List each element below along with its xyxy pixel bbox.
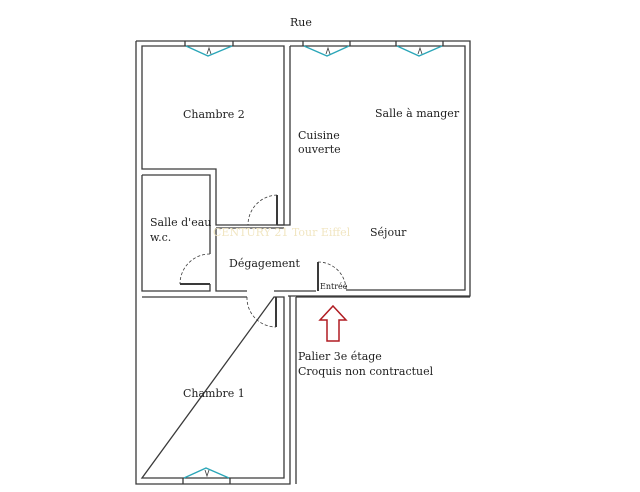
room-label-salle-eau-1: Salle d'eau [150, 216, 212, 229]
room-label-salle-eau-2: w.c. [150, 231, 172, 244]
window-cuisine [302, 41, 351, 57]
inner-wall-sejour-left [277, 46, 291, 226]
room-label-sejour: Séjour [370, 226, 407, 239]
window-chambre2 [184, 41, 234, 57]
inner-wall-salle-eau-bottom [141, 175, 211, 292]
watermark: CENTURY 21 Tour Eiffel [213, 226, 351, 239]
room-label-chambre1: Chambre 1 [183, 387, 245, 400]
entrance-arrow-icon [318, 304, 348, 342]
street-label: Rue [290, 16, 312, 29]
inner-wall-sejour [290, 45, 466, 291]
room-label-chambre2: Chambre 2 [183, 108, 245, 121]
note-croquis: Croquis non contractuel [298, 365, 434, 378]
room-label-cuisine-1: Cuisine [298, 129, 340, 142]
note-palier: Palier 3e étage [298, 350, 382, 363]
room-label-cuisine-2: ouverte [298, 143, 341, 156]
inner-wall-chambre2 [141, 45, 285, 226]
room-label-salle-a-manger: Salle à manger [375, 107, 460, 120]
inner-wall-degagement [215, 227, 316, 292]
room-label-degagement: Dégagement [229, 257, 300, 270]
window-chambre1 [182, 467, 231, 484]
window-salle-a-manger [395, 41, 444, 57]
room-label-entree: Entrée [320, 282, 348, 291]
inner-wall-chambre1 [140, 296, 285, 479]
inner-wall-salle-eau [142, 174, 211, 254]
